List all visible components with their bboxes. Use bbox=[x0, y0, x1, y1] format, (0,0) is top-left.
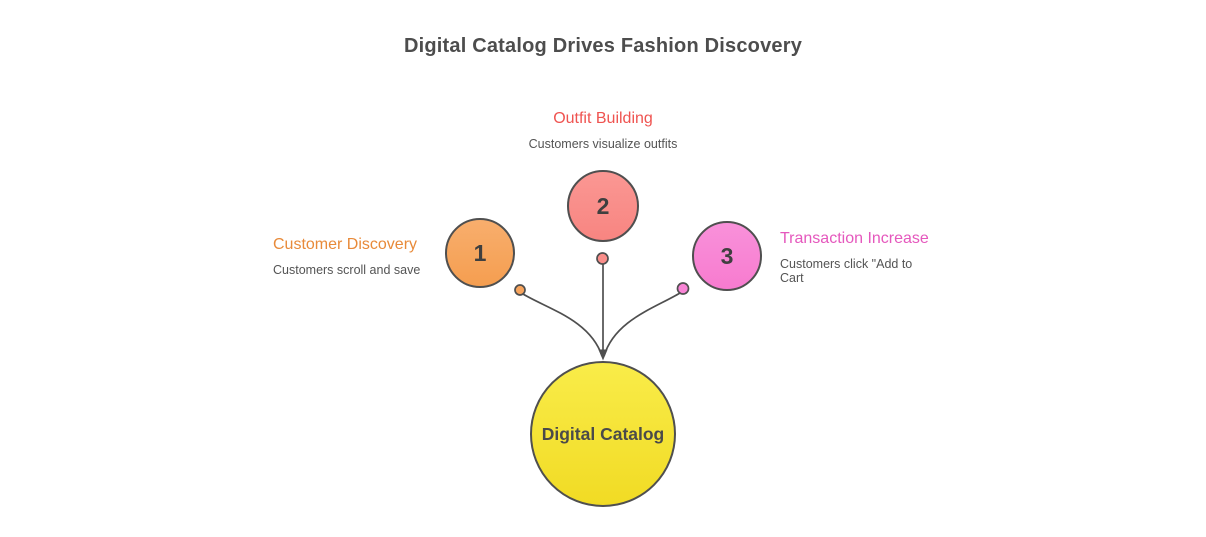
node-number-2: 2 bbox=[596, 192, 610, 219]
node-description-1: Customers scroll and save bbox=[273, 263, 421, 277]
node-description-2: Customers visualize outfits bbox=[528, 137, 678, 151]
node-label-group-1: Customer Discovery Customers scroll and … bbox=[273, 235, 448, 277]
node-description-3: Customers click "Add to Cart bbox=[780, 257, 913, 285]
connector-dot-node2 bbox=[596, 252, 609, 265]
node-label-2: Outfit Building bbox=[553, 110, 653, 127]
node-circle-2: 2 bbox=[567, 170, 639, 242]
node-number-1: 1 bbox=[473, 239, 487, 266]
connector-curve-node3 bbox=[603, 292, 681, 357]
center-node-circle: Digital Catalog bbox=[530, 361, 676, 507]
center-node-label: Digital Catalog bbox=[541, 423, 665, 444]
node-number-3: 3 bbox=[720, 242, 734, 269]
node-label-group-3: Transaction Increase Customers click "Ad… bbox=[780, 229, 966, 285]
connector-curve-node1 bbox=[522, 293, 603, 357]
node-circle-1: 1 bbox=[445, 218, 515, 288]
arrowhead-icon bbox=[598, 349, 608, 361]
connector-dot-node3 bbox=[676, 282, 690, 295]
node-label-3: Transaction Increase bbox=[780, 230, 929, 247]
diagram-title: Digital Catalog Drives Fashion Discovery bbox=[403, 35, 803, 57]
node-label-group-2: Outfit Building Customers visualize outf… bbox=[503, 109, 703, 151]
node-circle-3: 3 bbox=[692, 221, 762, 291]
connector-dot-node1 bbox=[514, 284, 526, 296]
node-label-1: Customer Discovery bbox=[273, 236, 418, 253]
